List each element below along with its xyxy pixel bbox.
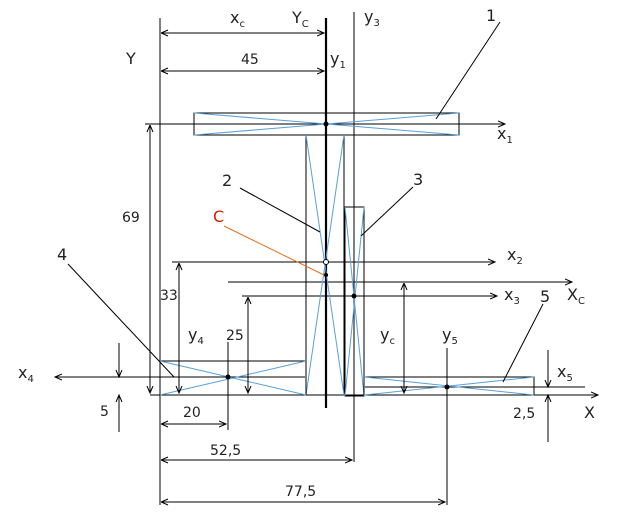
centroid-2-dot bbox=[323, 259, 329, 265]
leader-5 bbox=[502, 303, 544, 383]
centroid-4-dot bbox=[225, 374, 231, 380]
label-x2: x2 bbox=[507, 245, 523, 267]
dim-5-label: 5 bbox=[100, 404, 109, 420]
centroid-5-dot bbox=[444, 384, 450, 390]
dim-52-5-label: 52,5 bbox=[210, 443, 241, 459]
label-y5: y5 bbox=[442, 325, 458, 347]
part-number-2: 2 bbox=[222, 171, 232, 190]
leader-c bbox=[223, 225, 325, 276]
centroid-c-dot bbox=[324, 273, 328, 277]
label-y1: y1 bbox=[330, 49, 346, 71]
label-y-origin: Y bbox=[125, 49, 136, 68]
part-number-5: 5 bbox=[540, 287, 550, 306]
leader-4 bbox=[67, 263, 175, 378]
dim-69-label: 69 bbox=[122, 210, 140, 226]
label-y3: y3 bbox=[364, 7, 380, 29]
label-x5: x5 bbox=[557, 362, 573, 384]
leader-1 bbox=[435, 21, 501, 120]
label-yc-dim: yc bbox=[380, 325, 395, 347]
label-xc-top: xc bbox=[230, 8, 245, 30]
label-x3: x3 bbox=[504, 285, 520, 307]
dim-2-5-label: 2,5 bbox=[513, 406, 535, 422]
label-x1: x1 bbox=[497, 124, 513, 146]
part-4-diagonal-b bbox=[159, 360, 307, 396]
label-y4: y4 bbox=[188, 325, 204, 347]
leader-2 bbox=[239, 187, 321, 233]
part-number-4: 4 bbox=[57, 245, 67, 264]
part-2-web bbox=[305, 134, 345, 396]
label-xc: XC bbox=[567, 285, 585, 307]
part-number-1: 1 bbox=[486, 6, 496, 25]
dim-25-label: 25 bbox=[226, 328, 244, 344]
dim-77-5-label: 77,5 bbox=[285, 484, 316, 500]
dim-45-label: 45 bbox=[241, 52, 259, 68]
part-2-diagonal-b bbox=[305, 134, 345, 396]
part-number-3: 3 bbox=[413, 170, 423, 189]
label-x4: x4 bbox=[18, 363, 34, 385]
part-5-strip bbox=[363, 376, 535, 396]
label-centroid-c: C bbox=[213, 207, 224, 226]
part-3-diagonal-b bbox=[344, 206, 365, 397]
part-3-plate bbox=[344, 206, 365, 397]
centroid-3-dot bbox=[351, 293, 357, 299]
leader-3 bbox=[360, 186, 414, 237]
part-4-angle bbox=[159, 360, 307, 396]
dim-20-label: 20 bbox=[183, 405, 201, 421]
dim-33-label: 33 bbox=[160, 288, 178, 304]
centroid-1-dot bbox=[323, 121, 329, 127]
label-yc: YC bbox=[291, 8, 309, 30]
label-x-origin: X bbox=[584, 403, 595, 422]
